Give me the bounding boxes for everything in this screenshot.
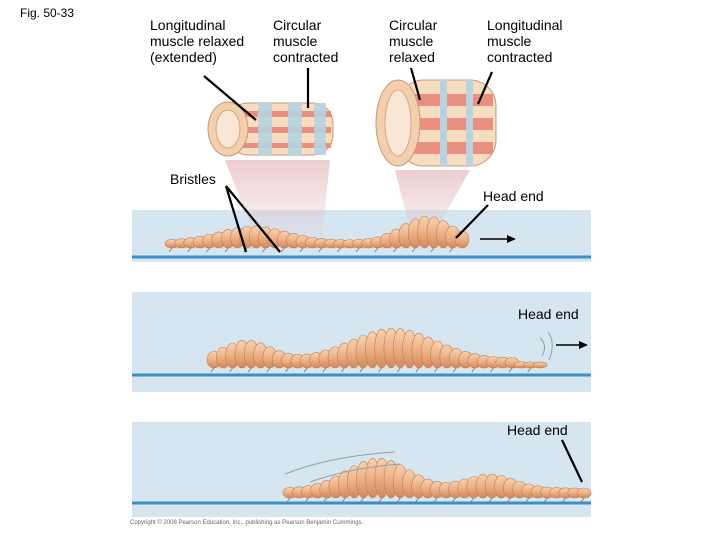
worm-stage-2 bbox=[206, 327, 548, 373]
bristle bbox=[393, 247, 397, 253]
bristle bbox=[187, 247, 192, 253]
label-longitudinal-muscle-contracted: Longitudinal muscle contracted bbox=[487, 17, 563, 65]
worm-segment bbox=[576, 487, 592, 499]
arrow-stage-2 bbox=[556, 341, 588, 349]
motion-lines-stage-3 bbox=[284, 451, 401, 483]
bristle bbox=[378, 367, 382, 373]
bristle bbox=[305, 497, 309, 503]
bristle bbox=[415, 367, 420, 373]
bristle bbox=[396, 497, 401, 503]
bristle bbox=[168, 247, 173, 253]
label-bristles: Bristles bbox=[170, 171, 216, 187]
bristle bbox=[527, 367, 532, 373]
bristle bbox=[224, 247, 229, 253]
bristle bbox=[449, 247, 453, 253]
bristle bbox=[303, 367, 308, 373]
bristle bbox=[247, 367, 252, 373]
label-circular-muscle-contracted: Circular muscle contracted bbox=[273, 17, 339, 65]
bristle bbox=[434, 367, 438, 373]
leader-head-end-1 bbox=[455, 204, 489, 239]
bristle bbox=[286, 497, 291, 503]
bristle bbox=[488, 497, 493, 503]
bristle bbox=[580, 497, 585, 503]
bristle bbox=[433, 497, 438, 503]
bristle bbox=[323, 497, 328, 503]
bristle bbox=[337, 247, 341, 253]
bristle bbox=[411, 247, 416, 253]
bristle bbox=[359, 367, 364, 373]
bristle bbox=[562, 497, 566, 503]
arrow-stage-1 bbox=[480, 235, 516, 243]
bristle bbox=[525, 497, 530, 503]
copyright-notice: Copyright © 2008 Pearson Education, Inc.… bbox=[130, 520, 364, 526]
bristle bbox=[452, 497, 456, 503]
leader-longitudinal-contracted bbox=[476, 71, 494, 105]
bristle bbox=[508, 367, 513, 373]
bristle bbox=[374, 247, 379, 253]
bristle bbox=[415, 497, 419, 503]
bristle bbox=[229, 367, 233, 373]
label-head-end-stage-1: Head end bbox=[483, 188, 544, 204]
bristle bbox=[262, 247, 266, 253]
bristle bbox=[355, 247, 360, 253]
label-head-end-stage-3: Head end bbox=[507, 422, 568, 438]
bristle bbox=[470, 497, 475, 503]
bristle bbox=[452, 367, 457, 373]
bristle bbox=[471, 367, 476, 373]
label-head-end-stage-2: Head end bbox=[518, 306, 579, 322]
bristle bbox=[266, 367, 271, 373]
bristle bbox=[299, 247, 304, 253]
leader-longitudinal-relaxed bbox=[203, 75, 257, 121]
bristle bbox=[280, 247, 285, 253]
bristle bbox=[341, 497, 346, 503]
bristle bbox=[341, 367, 345, 373]
leader-bristle-1 bbox=[224, 185, 248, 253]
bristle bbox=[396, 367, 401, 373]
worm-segment bbox=[532, 361, 548, 369]
label-longitudinal-muscle-relaxed: Longitudinal muscle relaxed (extended) bbox=[150, 17, 245, 65]
bristle bbox=[285, 367, 289, 373]
bristle bbox=[490, 367, 494, 373]
worm-stage-1 bbox=[164, 215, 470, 253]
worm-stage-3 bbox=[282, 457, 592, 503]
bristle bbox=[430, 247, 435, 253]
leader-bristle-2 bbox=[225, 185, 281, 253]
leader-head-end-3 bbox=[561, 439, 583, 483]
leader-circular-relaxed bbox=[409, 67, 422, 101]
motion-lines-stage-2 bbox=[539, 331, 553, 361]
bristle bbox=[206, 247, 210, 253]
bristle bbox=[507, 497, 511, 503]
bristle bbox=[210, 367, 215, 373]
bristle bbox=[322, 367, 327, 373]
figure-label: Fig. 50-33 bbox=[20, 6, 75, 20]
worm-segment bbox=[454, 230, 470, 249]
bristle bbox=[318, 247, 322, 253]
bristle bbox=[360, 497, 364, 503]
muscle-tube-right bbox=[375, 79, 497, 167]
label-circular-muscle-relaxed: Circular muscle relaxed bbox=[389, 17, 438, 65]
bristle bbox=[543, 497, 548, 503]
bristle bbox=[378, 497, 383, 503]
muscle-tube-left bbox=[207, 101, 334, 157]
